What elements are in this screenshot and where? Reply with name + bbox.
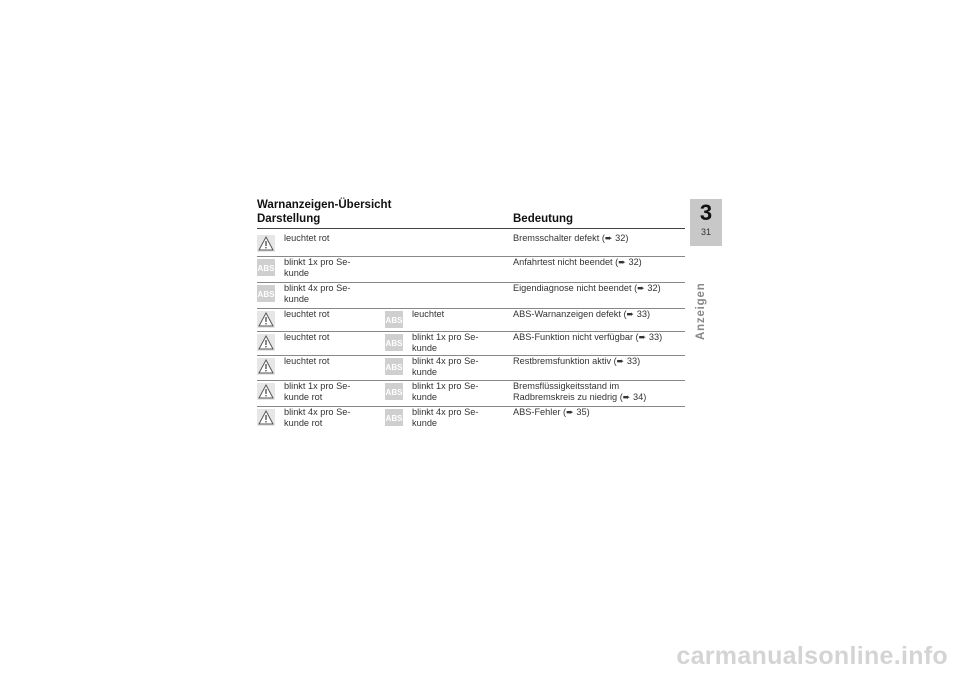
- table-row: leuchtet rot Bremsschalter defekt (➨ 32): [257, 232, 685, 257]
- indicator-1-state: blinkt 1x pro Se-kunde: [284, 257, 351, 278]
- warning-triangle-icon: [257, 334, 275, 356]
- indicator-2-state: blinkt 4x pro Se-kunde: [412, 407, 479, 428]
- column-header-darstellung: Darstellung: [257, 213, 321, 225]
- indicator-2-state: blinkt 1x pro Se-kunde: [412, 381, 479, 402]
- header-rule: [257, 228, 685, 229]
- page-number: 31: [700, 227, 711, 237]
- abs-icon: ABS: [257, 259, 275, 281]
- table-row: ABS blinkt 4x pro Se-kunde rot blinkt 4x p…: [257, 406, 685, 430]
- abs-icon: ABS: [257, 285, 275, 307]
- table-row: ABS leuchtet rot blinkt 1x pro Se-kunde ABS…: [257, 331, 685, 356]
- warning-triangle-icon: [257, 383, 275, 405]
- table-row: ABS blinkt 1x pro Se-kunde rot blinkt 1x p…: [257, 380, 685, 407]
- svg-text:ABS: ABS: [258, 290, 275, 299]
- warning-triangle-icon: [257, 409, 275, 431]
- indicator-2-state: leuchtet: [412, 309, 445, 319]
- abs-icon: ABS: [385, 311, 403, 333]
- svg-text:ABS: ABS: [386, 339, 403, 348]
- svg-text:ABS: ABS: [386, 414, 403, 423]
- indicator-1-state: leuchtet rot: [284, 332, 330, 342]
- warning-triangle-icon: [257, 235, 275, 257]
- indicator-2-state: blinkt 4x pro Se-kunde: [412, 356, 479, 377]
- page-title: Warnanzeigen-Übersicht: [257, 199, 392, 211]
- meaning-text: Anfahrtest nicht beendet (➨ 32): [513, 257, 642, 267]
- table-row: ABS blinkt 4x pro Se-kunde Eigendiagnose n…: [257, 282, 685, 309]
- warning-triangle-icon: [257, 311, 275, 333]
- abs-icon: ABS: [385, 383, 403, 405]
- indicator-1-state: leuchtet rot: [284, 309, 330, 319]
- svg-text:ABS: ABS: [386, 316, 403, 325]
- indicator-1-state: leuchtet rot: [284, 356, 330, 366]
- abs-icon: ABS: [385, 409, 403, 431]
- section-side-label: Anzeigen: [695, 282, 707, 340]
- indicator-1-state: blinkt 4x pro Se-kunde: [284, 283, 351, 304]
- meaning-text: ABS-Fehler (➨ 35): [513, 407, 590, 417]
- meaning-text: ABS-Funktion nicht verfügbar (➨ 33): [513, 332, 663, 342]
- meaning-text: Eigendiagnose nicht beendet (➨ 32): [513, 283, 661, 293]
- chapter-tab: 3 31: [690, 199, 722, 246]
- table-row: ABS leuchtet rot blinkt 4x pro Se-kunde Res…: [257, 355, 685, 381]
- indicator-1-state: blinkt 4x pro Se-kunde rot: [284, 407, 351, 428]
- table-row: ABS blinkt 1x pro Se-kunde Anfahrtest nich…: [257, 256, 685, 283]
- meaning-text: Restbremsfunktion aktiv (➨ 33): [513, 356, 641, 366]
- meaning-text: Bremsschalter defekt (➨ 32): [513, 233, 629, 243]
- svg-text:ABS: ABS: [386, 388, 403, 397]
- svg-text:ABS: ABS: [386, 363, 403, 372]
- chapter-number: 3: [699, 200, 713, 225]
- svg-text:ABS: ABS: [258, 264, 275, 273]
- warning-triangle-icon: [257, 358, 275, 380]
- indicator-2-state: blinkt 1x pro Se-kunde: [412, 332, 479, 353]
- abs-icon: ABS: [385, 358, 403, 380]
- indicator-1-state: leuchtet rot: [284, 233, 330, 243]
- column-header-bedeutung: Bedeutung: [513, 213, 574, 225]
- abs-icon: ABS: [385, 334, 403, 356]
- watermark: carmanualsonline.info: [676, 642, 948, 670]
- table-row: ABS leuchtet rot leuchtet ABS-Warnanzeigen …: [257, 308, 685, 332]
- indicator-1-state: blinkt 1x pro Se-kunde rot: [284, 381, 351, 402]
- meaning-text: ABS-Warnanzeigen defekt (➨ 33): [513, 309, 651, 319]
